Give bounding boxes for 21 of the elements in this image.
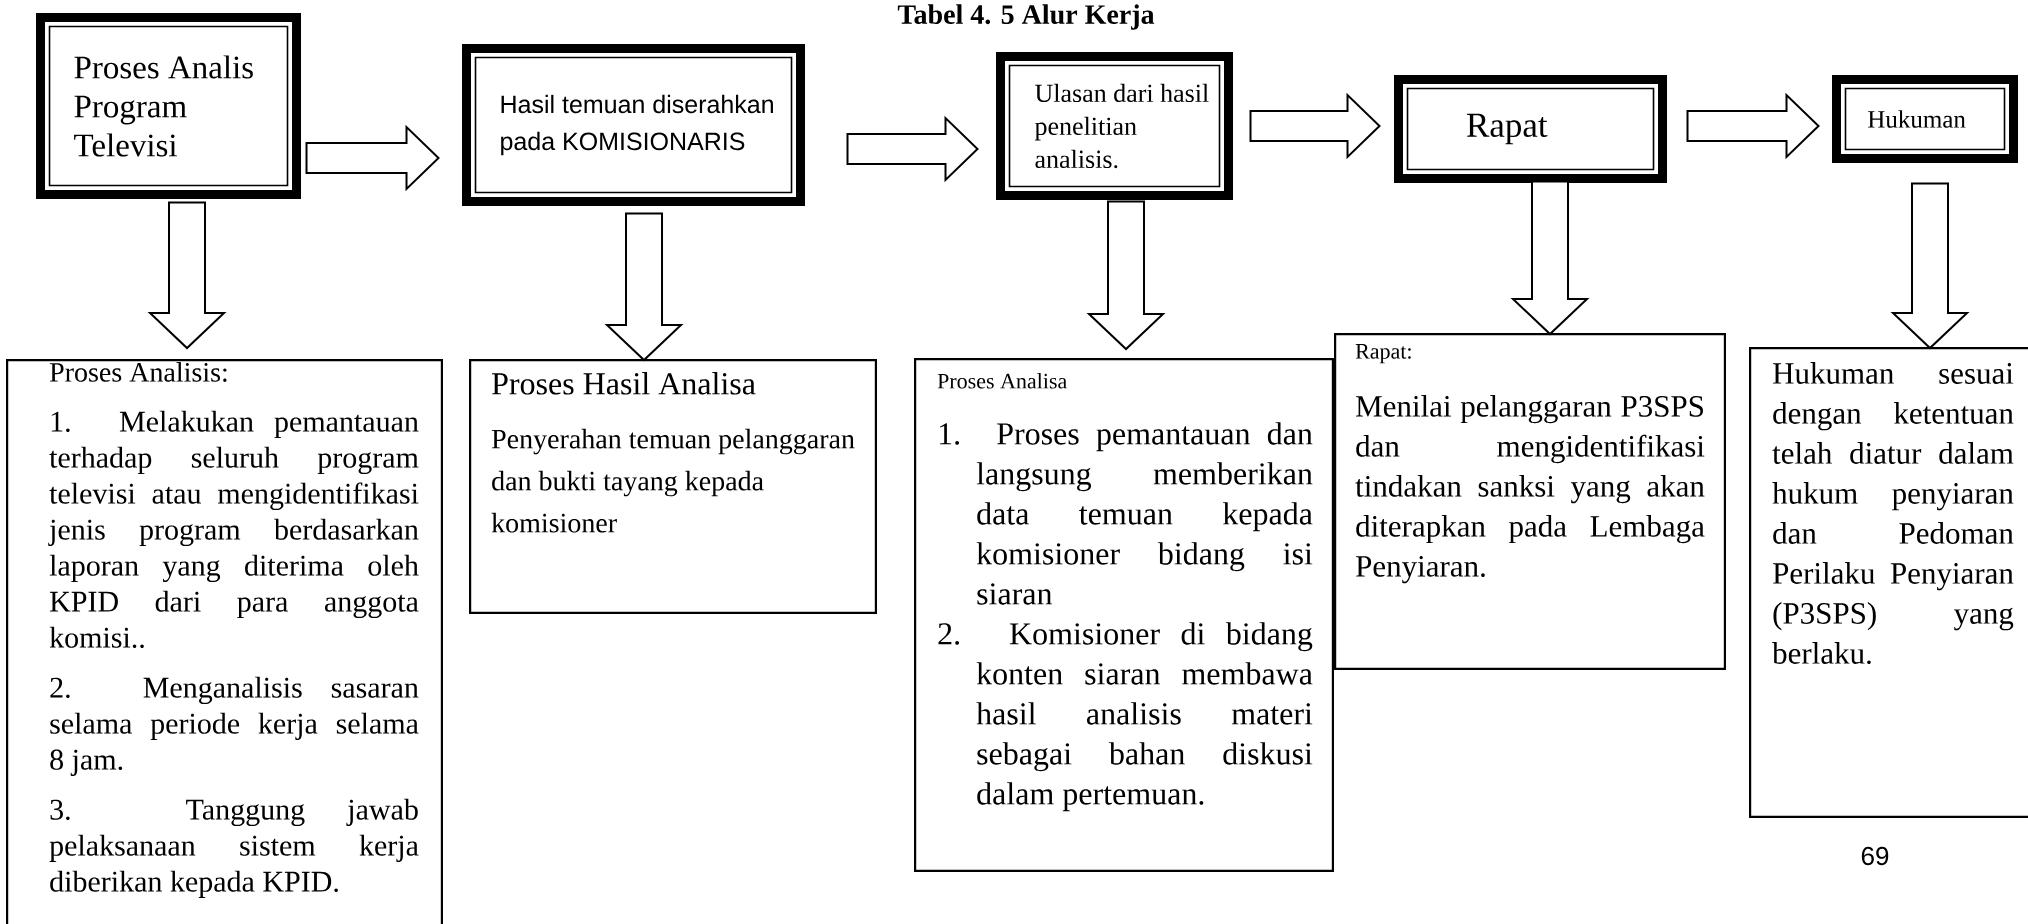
block-arrow xyxy=(305,124,440,192)
block-arrow xyxy=(1686,92,1820,160)
block-arrow xyxy=(147,201,227,350)
process-box: Rapat xyxy=(1394,75,1667,183)
description-box: Hukuman sesuai dengan ketentuan telah diatur dalam hukum penyiaran dan Pedoman Perilaku Penyiaran (P3SPS) yang berlaku. xyxy=(1749,347,2028,818)
description-box: Proses Analisis: 1. Melakukan pemantauan terhadap seluruh program televisi atau mengidentifikasi jenis program berdasarkan laporan yang diterima oleh KPID dari para anggota komisi.. 2. Menganalisis sasaran selama periode kerja selama 8 jam. 3. Tanggung jawab pelaksanaan sistem kerja diberikan kepada KPID. xyxy=(6,359,443,924)
description-box: Proses Hasil Analisa Penyerahan temuan pelanggaran dan bukti tayang kepada komisioner xyxy=(469,359,877,614)
description-box: Rapat: Menilai pelanggaran P3SPS dan mengidentifikasi tindakan sanksi yang akan diterapkan pada Lembaga Penyiaran. xyxy=(1334,333,1726,670)
block-arrow xyxy=(1086,200,1166,351)
title: Tabel 4. 5 Alur Kerja xyxy=(897,4,1155,30)
process-box: Hasil temuan diserahkan pada KOMISIONARIS xyxy=(462,44,805,206)
process-box: Ulasan dari hasil penelitian analisis. xyxy=(996,52,1233,200)
block-arrow xyxy=(1510,180,1590,336)
block-arrow xyxy=(1249,92,1381,160)
process-box: Hukuman xyxy=(1832,75,2018,163)
description-box: Proses Analisa 1. Proses pemantauan dan langsung memberikan data temuan kepada komisioner bidang isi siaran 2. Komisioner di bidang konten siaran membawa hasil analisis materi sebagai bahan diskusi dalam pertemuan. xyxy=(914,358,1334,872)
block-arrow xyxy=(846,115,979,183)
process-box: Proses Analis Program Televisi xyxy=(36,13,301,199)
page-number: 69 xyxy=(1861,846,1889,866)
block-arrow xyxy=(604,212,684,362)
block-arrow xyxy=(1890,182,1970,350)
